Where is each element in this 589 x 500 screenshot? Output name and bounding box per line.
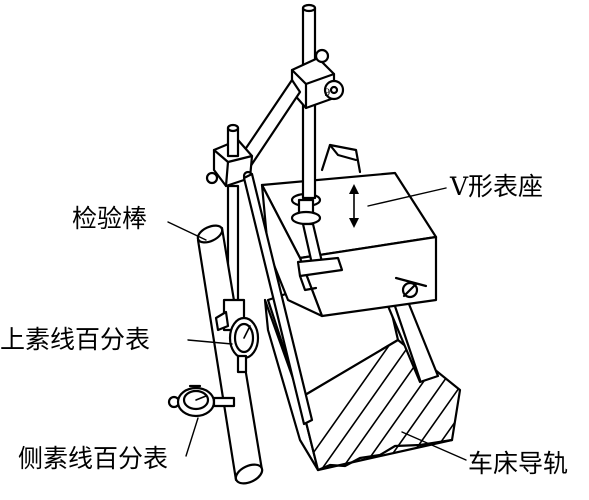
leader-test-bar — [167, 221, 207, 241]
leader-lines — [167, 187, 467, 461]
leader-upper-indicator — [187, 339, 233, 345]
seat-plunger — [290, 192, 344, 292]
indicator-stand: 9 — [205, 3, 345, 308]
v-seat-block — [260, 143, 438, 318]
upper-dial-indicator — [214, 298, 260, 374]
svg-text:9: 9 — [324, 88, 330, 99]
leader-v-seat — [367, 187, 447, 207]
side-dial-indicator — [167, 384, 236, 418]
label-upper-indicator: 上素线百分表 — [0, 325, 151, 354]
label-v-seat: V形表座 — [450, 172, 544, 201]
stand-leg — [242, 172, 314, 426]
leader-side-indicator — [185, 417, 199, 457]
leader-lathe-rail — [401, 431, 467, 461]
label-side-indicator: 侧素线百分表 — [18, 444, 169, 473]
label-test-bar: 检验棒 — [72, 204, 148, 233]
label-lathe-rail: 车床导轨 — [468, 449, 569, 478]
